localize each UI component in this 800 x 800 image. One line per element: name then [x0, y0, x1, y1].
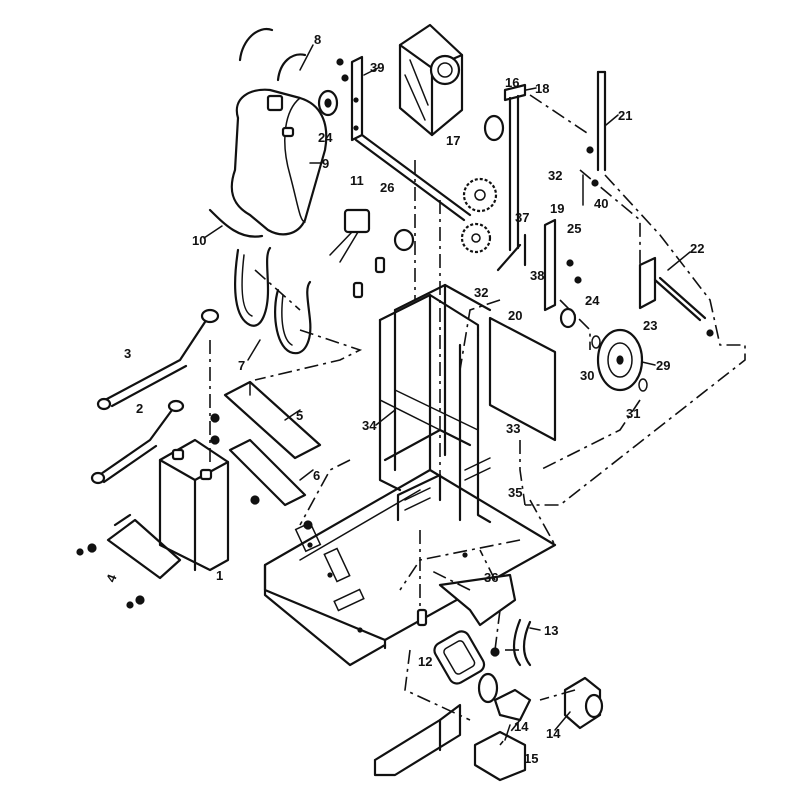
wheel: [559, 307, 648, 392]
callout-21: 21: [618, 108, 632, 123]
callout-39: 39: [370, 60, 384, 75]
assembly-lines: [209, 94, 746, 746]
callout-16: 16: [505, 75, 519, 90]
callout-26: 26: [380, 180, 394, 195]
pulley: [317, 89, 339, 117]
callout-20: 20: [508, 308, 522, 323]
callout-18: 18: [535, 81, 549, 96]
callout-8: 8: [314, 32, 321, 47]
callout-19: 19: [550, 201, 564, 216]
callout-23: 23: [643, 318, 657, 333]
battery-cables: [90, 308, 220, 485]
callout-12: 12: [418, 654, 432, 669]
callout-9: 9: [322, 156, 329, 171]
control-lever: [496, 83, 527, 272]
callout-30: 30: [580, 368, 594, 383]
callout-17: 17: [446, 133, 460, 148]
pivot-bracket: [523, 218, 582, 312]
base-frame: [263, 468, 557, 667]
fuel-tank: [230, 88, 328, 236]
callout-33: 33: [506, 421, 520, 436]
callout-32a: 32: [548, 168, 562, 183]
callout-40: 40: [594, 196, 608, 211]
callout-1: 1: [216, 568, 223, 583]
callout-6: 6: [313, 468, 320, 483]
fuel-hoses: [208, 208, 312, 355]
callout-22: 22: [690, 241, 704, 256]
gearbox-unit: [398, 23, 464, 137]
callout-10: 10: [192, 233, 206, 248]
callout-29: 29: [656, 358, 670, 373]
gear: [460, 114, 505, 254]
callout-3: 3: [124, 346, 131, 361]
callout-4: 4: [103, 572, 120, 585]
callout-15: 15: [524, 751, 538, 766]
callout-37: 37: [515, 210, 529, 225]
tank-strap: [276, 53, 307, 82]
rear-lever: [582, 70, 607, 206]
callout-32b: 32: [474, 285, 488, 300]
upper-shaft-assembly: [336, 55, 472, 222]
callout-25: 25: [567, 221, 581, 236]
side-bracket: [638, 256, 714, 337]
access-panel: [488, 316, 557, 442]
lower-assembly: [373, 573, 604, 782]
callout-2: 2: [136, 401, 143, 416]
battery-tray: [76, 513, 182, 609]
leader-lines: [203, 44, 691, 741]
callout-11: 11: [350, 173, 364, 188]
callout-14b: 14: [546, 726, 561, 741]
main-frame: [378, 283, 492, 524]
callout-38: 38: [530, 268, 544, 283]
callout-31: 31: [626, 406, 640, 421]
battery: [158, 438, 230, 572]
callout-14a: 14: [514, 719, 529, 734]
callout-5: 5: [296, 408, 303, 423]
callout-36: 36: [484, 570, 498, 585]
battery-brackets: [210, 380, 322, 530]
tank-strap: [238, 27, 274, 62]
callout-24a: 24: [318, 130, 333, 145]
callout-7: 7: [238, 358, 245, 373]
callout-labels: 1 2 3 4 5 6 7 8 9 10 11 12 13 14 14 15 1…: [103, 32, 704, 766]
relay: [329, 208, 415, 299]
callout-34: 34: [362, 418, 377, 433]
callout-13: 13: [544, 623, 558, 638]
callout-24b: 24: [585, 293, 600, 308]
callout-35: 35: [508, 485, 522, 500]
